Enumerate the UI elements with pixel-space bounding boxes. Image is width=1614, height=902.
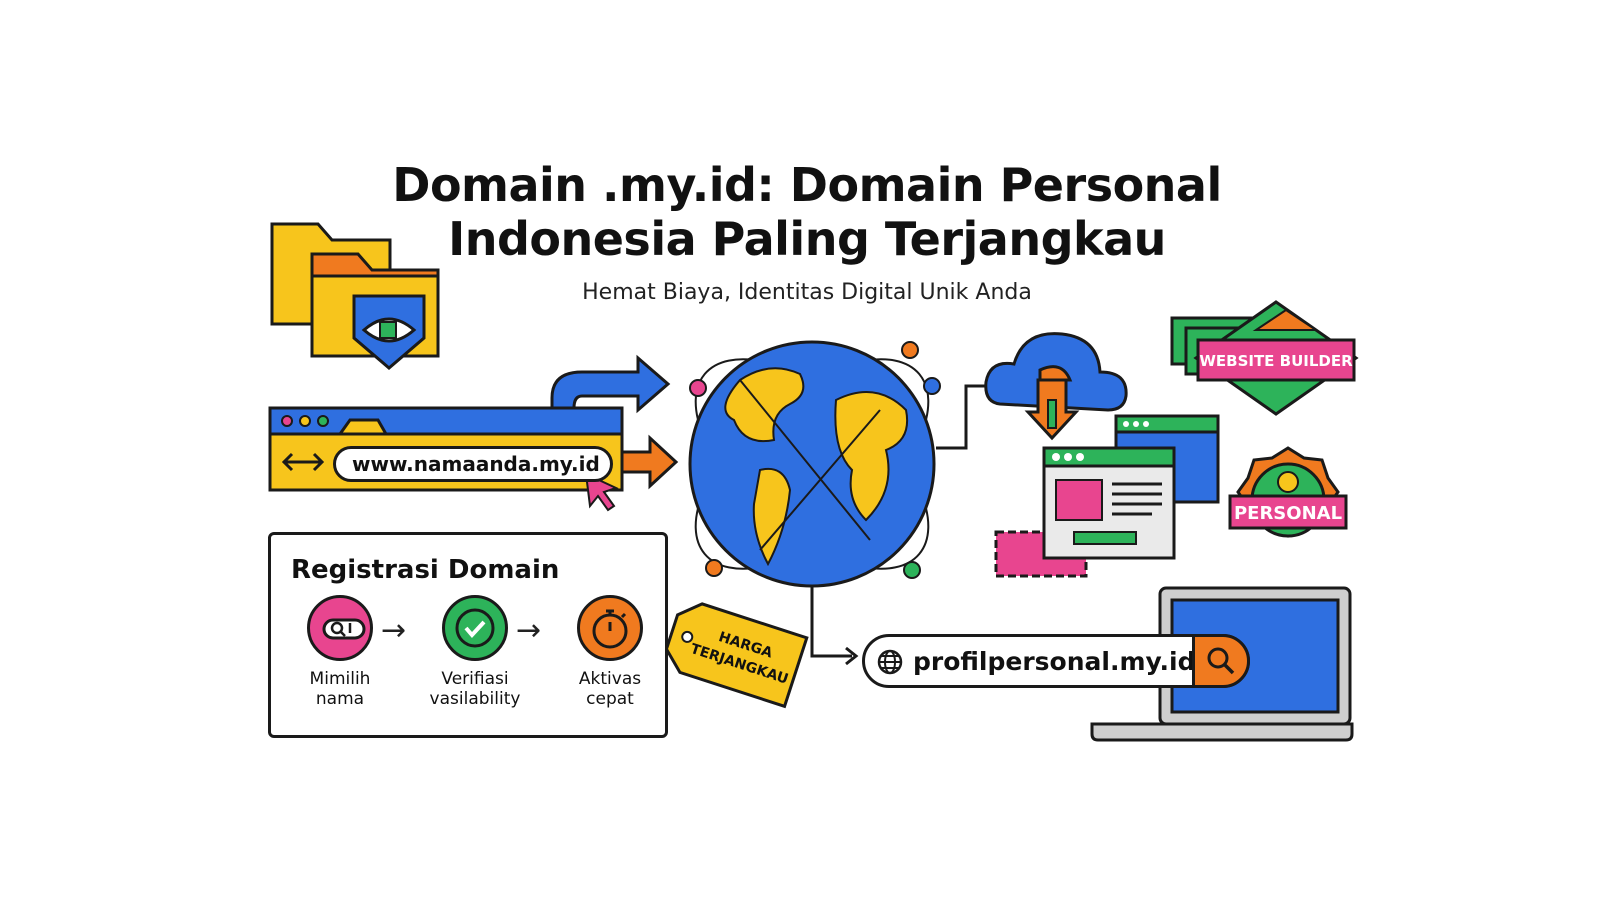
search-button[interactable] <box>1192 634 1250 688</box>
step-choose-name: Mimilih nama <box>280 595 400 709</box>
globe-icon <box>688 340 941 588</box>
arrow-right-icon <box>620 434 679 490</box>
cursor-icon <box>584 472 619 512</box>
page-title-line-1: Domain .my.id: Domain Personal <box>392 158 1222 212</box>
page-title: Domain .my.id: Domain Personal Indonesia… <box>0 158 1614 266</box>
url-bar[interactable]: www.namaanda.my.id <box>333 446 613 482</box>
stopwatch-icon <box>577 595 643 661</box>
back-forward-icon <box>281 452 325 472</box>
price-tag-icon: HARGA TERJANGKAU <box>664 602 809 709</box>
arrow-right-icon: → <box>516 613 542 648</box>
website-builder-label: WEBSITE BUILDER <box>1199 352 1353 370</box>
cloud-upload-icon <box>984 332 1128 441</box>
step-label-3b: cepat <box>586 689 634 709</box>
website-builder-badge: WEBSITE BUILDER <box>1170 300 1359 416</box>
step-label-2b: vasilability <box>429 689 521 709</box>
step-label-1a: Mimilih <box>309 669 371 689</box>
step-label-2a: Verifiasi <box>441 669 509 689</box>
step-label-1b: nama <box>315 689 365 709</box>
personal-badge: PERSONAL <box>1228 446 1348 538</box>
arrow-right-icon: → <box>381 613 407 648</box>
page-title-line-2: Indonesia Paling Terjangkau <box>448 212 1166 266</box>
arrow-curved-icon <box>550 354 671 414</box>
check-icon <box>442 595 508 661</box>
page-subtitle: Hemat Biaya, Identitas Digital Unik Anda <box>582 280 1032 305</box>
shield-eye-icon <box>352 294 426 370</box>
registration-panel: Registrasi Domain Mimilih nama → Verifia… <box>268 532 668 738</box>
registration-title: Registrasi Domain <box>291 555 560 585</box>
step-verify: Verifiasi vasilability <box>415 595 535 709</box>
globe-icon <box>877 649 903 675</box>
search-name-icon <box>307 595 373 661</box>
domain-search-bar[interactable]: profilpersonal.my.id <box>862 634 1250 688</box>
step-label-3a: Aktivas <box>578 669 642 689</box>
search-icon <box>1207 647 1235 675</box>
personal-label: PERSONAL <box>1234 503 1342 524</box>
domain-search-text: profilpersonal.my.id <box>913 647 1196 676</box>
step-activate: Aktivas cepat <box>550 595 670 709</box>
web-page-window-icon <box>994 414 1220 578</box>
